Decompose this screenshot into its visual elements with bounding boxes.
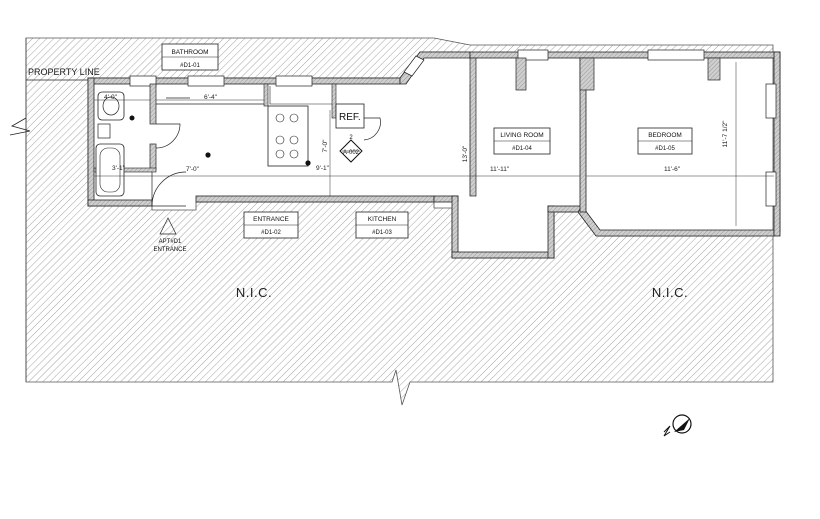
bathroom-name: BATHROOM	[171, 49, 208, 56]
living-room-name: LIVING ROOM	[500, 132, 543, 139]
dim-bath-width: 4'-0"	[104, 94, 118, 101]
dim-kitchen-depth: 7'-0"	[322, 139, 329, 153]
exterior-walls	[87, 51, 781, 259]
property-line	[9, 38, 88, 382]
elevation-number: 2	[349, 135, 353, 141]
entrance-tag-line1: APT#D1	[159, 239, 182, 245]
dim-living-len: 11'-11"	[490, 166, 510, 173]
columns	[469, 57, 721, 197]
bedroom-name: BEDROOM	[648, 132, 682, 139]
room-tag-living-room: LIVING ROOM #D1-04	[493, 127, 551, 155]
bedroom-number: #D1-05	[655, 146, 675, 152]
windows	[129, 49, 777, 207]
kitchen-name: KITCHEN	[368, 216, 397, 223]
dim-bedroom-depth: 11'-7 1/2"	[722, 120, 729, 148]
doors	[151, 97, 381, 207]
north-arrow-icon	[663, 414, 692, 437]
kitchen-fixtures	[267, 86, 365, 167]
entrance-tag-line2: ENTRANCE	[153, 247, 186, 253]
dimension-lines	[94, 62, 774, 226]
entrance-name: ENTRANCE	[253, 216, 289, 223]
dim-living-depth: 13'-0"	[462, 145, 469, 162]
nic-label-left: N.I.C.	[236, 285, 272, 300]
room-tag-kitchen: KITCHEN #D1-03	[355, 211, 409, 239]
bathroom-fixtures	[95, 91, 135, 197]
interior-walls	[93, 83, 337, 173]
dim-hall-width: 6'-4"	[204, 94, 218, 101]
room-tag-entrance: ENTRANCE #D1-02	[243, 211, 299, 239]
elevation-marker: 2 A-002	[339, 135, 363, 163]
property-line-label: PROPERTY LINE	[28, 67, 100, 77]
entrance-marker: APT#D1 ENTRANCE	[153, 217, 187, 253]
room-tag-bathroom: BATHROOM #D1-01	[161, 43, 219, 71]
kitchen-number: #D1-03	[372, 230, 392, 236]
bathroom-number: #D1-01	[180, 63, 200, 69]
entrance-number: #D1-02	[261, 230, 281, 236]
living-room-number: #D1-04	[512, 146, 532, 152]
room-tag-bedroom: BEDROOM #D1-05	[637, 127, 693, 155]
nic-label-right: N.I.C.	[652, 285, 688, 300]
light-fixtures	[205, 152, 311, 166]
refrigerator-label: REF.	[339, 112, 361, 123]
dim-bath-tub: 3'-1"	[112, 165, 126, 172]
dim-entrance-len: 7'-0"	[186, 166, 200, 173]
dim-bedroom-len: 11'-6"	[664, 166, 681, 173]
dim-kitchen-len: 9'-1"	[316, 165, 330, 172]
elevation-sheet: A-002	[343, 150, 360, 156]
